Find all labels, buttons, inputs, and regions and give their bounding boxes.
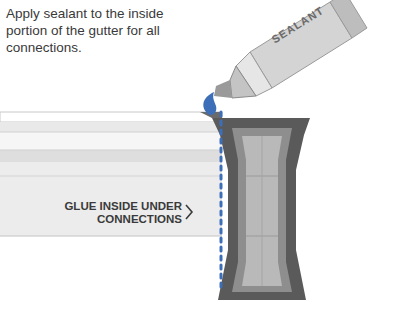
sealant-tube — [203, 0, 367, 115]
instruction-note: Apply sealant to the inside portion of t… — [6, 6, 184, 57]
gutter-connector — [200, 112, 310, 300]
sealant-bead — [220, 112, 223, 292]
callout-chevron — [186, 205, 192, 219]
callout-text: GLUE INSIDE UNDER CONNECTIONS — [60, 200, 182, 226]
sealant-drop — [203, 92, 216, 115]
gutter-run — [0, 112, 222, 236]
